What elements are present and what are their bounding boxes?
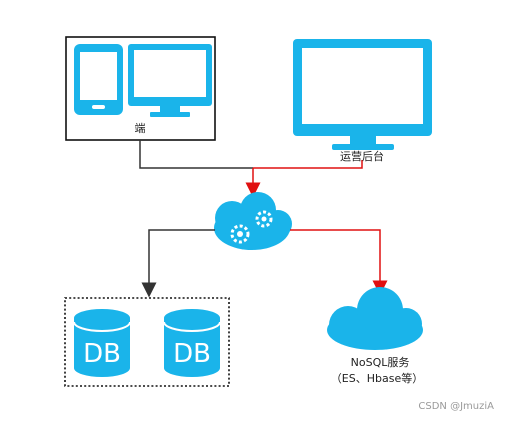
db1-label: DB (83, 339, 121, 369)
client-connector (139, 140, 253, 169)
db2-label: DB (173, 339, 211, 369)
client-label: 端 (134, 122, 146, 135)
phone-icon (74, 44, 123, 115)
monitor-icon (128, 44, 212, 117)
ops-label: 运营后台 (340, 150, 384, 163)
cloud-icon (327, 287, 423, 350)
watermark: CSDN @JmuziA (418, 401, 494, 412)
ops-monitor-icon (293, 39, 432, 150)
database-icon-1: DB (73, 309, 131, 377)
nosql-label: NoSQL服务 (350, 356, 410, 369)
database-icon-2: DB (163, 309, 221, 377)
nosql-sublabel: （ES、Hbase等） (330, 372, 424, 385)
to-nosql-arrow (290, 229, 388, 296)
gear-cloud-icon (214, 192, 292, 250)
ops-connector (253, 160, 363, 169)
to-db-arrow (141, 229, 215, 298)
